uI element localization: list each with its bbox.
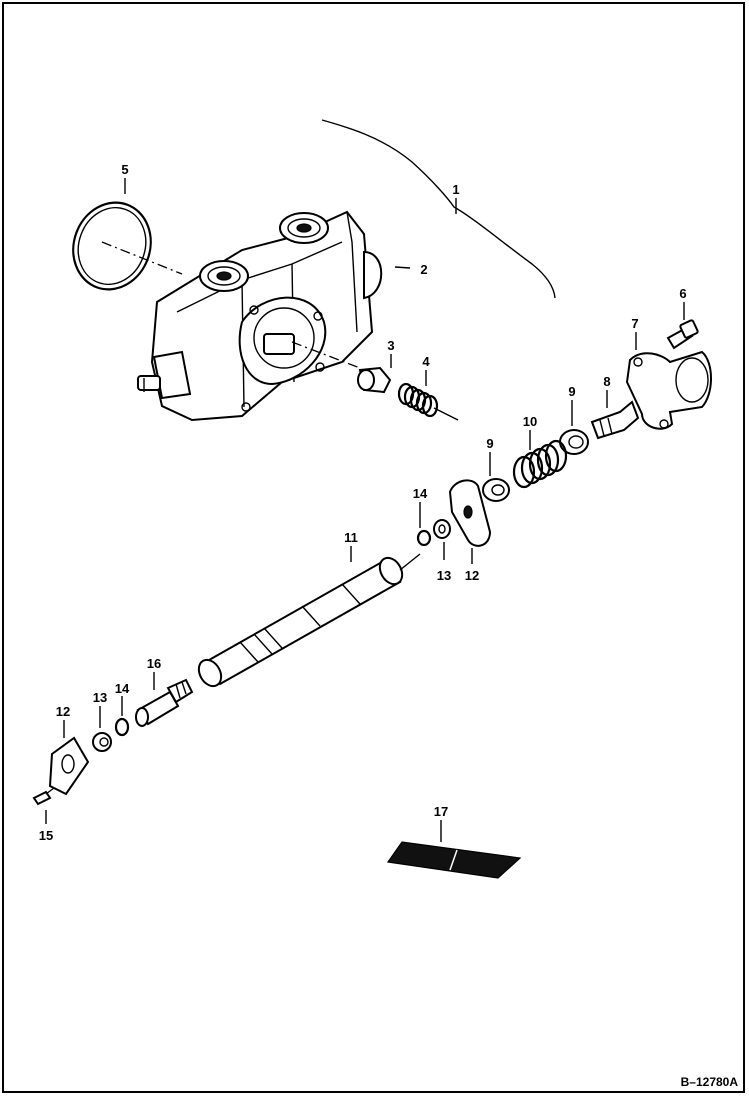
callout-15: 15 (39, 828, 53, 843)
callout-14-upper: 14 (413, 486, 428, 501)
washer-part-13-upper (433, 519, 451, 539)
callout-16: 16 (147, 656, 161, 671)
callout-14-lower: 14 (115, 681, 130, 696)
callout-4: 4 (422, 354, 430, 369)
retainer-part-8 (590, 400, 640, 440)
callout-3: 3 (387, 338, 394, 353)
callout-13-upper: 13 (437, 568, 451, 583)
washer-part-9-lower (482, 478, 510, 502)
end-cap-part-7 (625, 350, 712, 430)
callout-5: 5 (121, 162, 128, 177)
leader-lines (45, 178, 685, 842)
figure-id: B–12780A (681, 1075, 739, 1089)
callout-12-upper: 12 (465, 568, 479, 583)
exploded-parts-diagram: 1 2 3 4 5 6 7 8 9 10 9 11 12 12 13 13 14… (32, 119, 739, 1089)
bolt-part-6 (666, 319, 699, 350)
o-ring-part-5 (72, 201, 152, 291)
screw-part-15 (32, 790, 52, 806)
valve-section-body-part-2 (137, 210, 383, 422)
detent-part-16 (135, 678, 194, 727)
callout-8: 8 (603, 374, 610, 389)
callout-10: 10 (523, 414, 537, 429)
spool-part-11 (197, 553, 421, 688)
washer-part-13-lower (92, 732, 112, 752)
centerline-body (291, 341, 361, 369)
callout-9-upper: 9 (568, 384, 575, 399)
callout-17: 17 (434, 804, 448, 819)
callout-9-lower: 9 (486, 436, 493, 451)
fitting-part-3 (357, 366, 392, 394)
o-ring-part-14-upper (416, 529, 432, 547)
assembly-bracket (321, 119, 556, 299)
centerline-o-ring (101, 241, 183, 275)
plate-part-12-lower (48, 736, 90, 796)
decal-part-17 (386, 841, 522, 879)
callout-1: 1 (452, 182, 459, 197)
callout-11: 11 (344, 530, 358, 545)
callout-12-lower: 12 (56, 704, 70, 719)
spring-part-10 (512, 439, 568, 489)
callout-2: 2 (420, 262, 427, 277)
o-ring-part-14-lower (114, 717, 130, 737)
callout-7: 7 (631, 316, 638, 331)
centerline-spring (433, 407, 459, 421)
callout-6: 6 (679, 286, 686, 301)
callout-13-lower: 13 (93, 690, 107, 705)
spring-part-4 (397, 382, 439, 418)
plate-part-12-upper (448, 479, 492, 547)
